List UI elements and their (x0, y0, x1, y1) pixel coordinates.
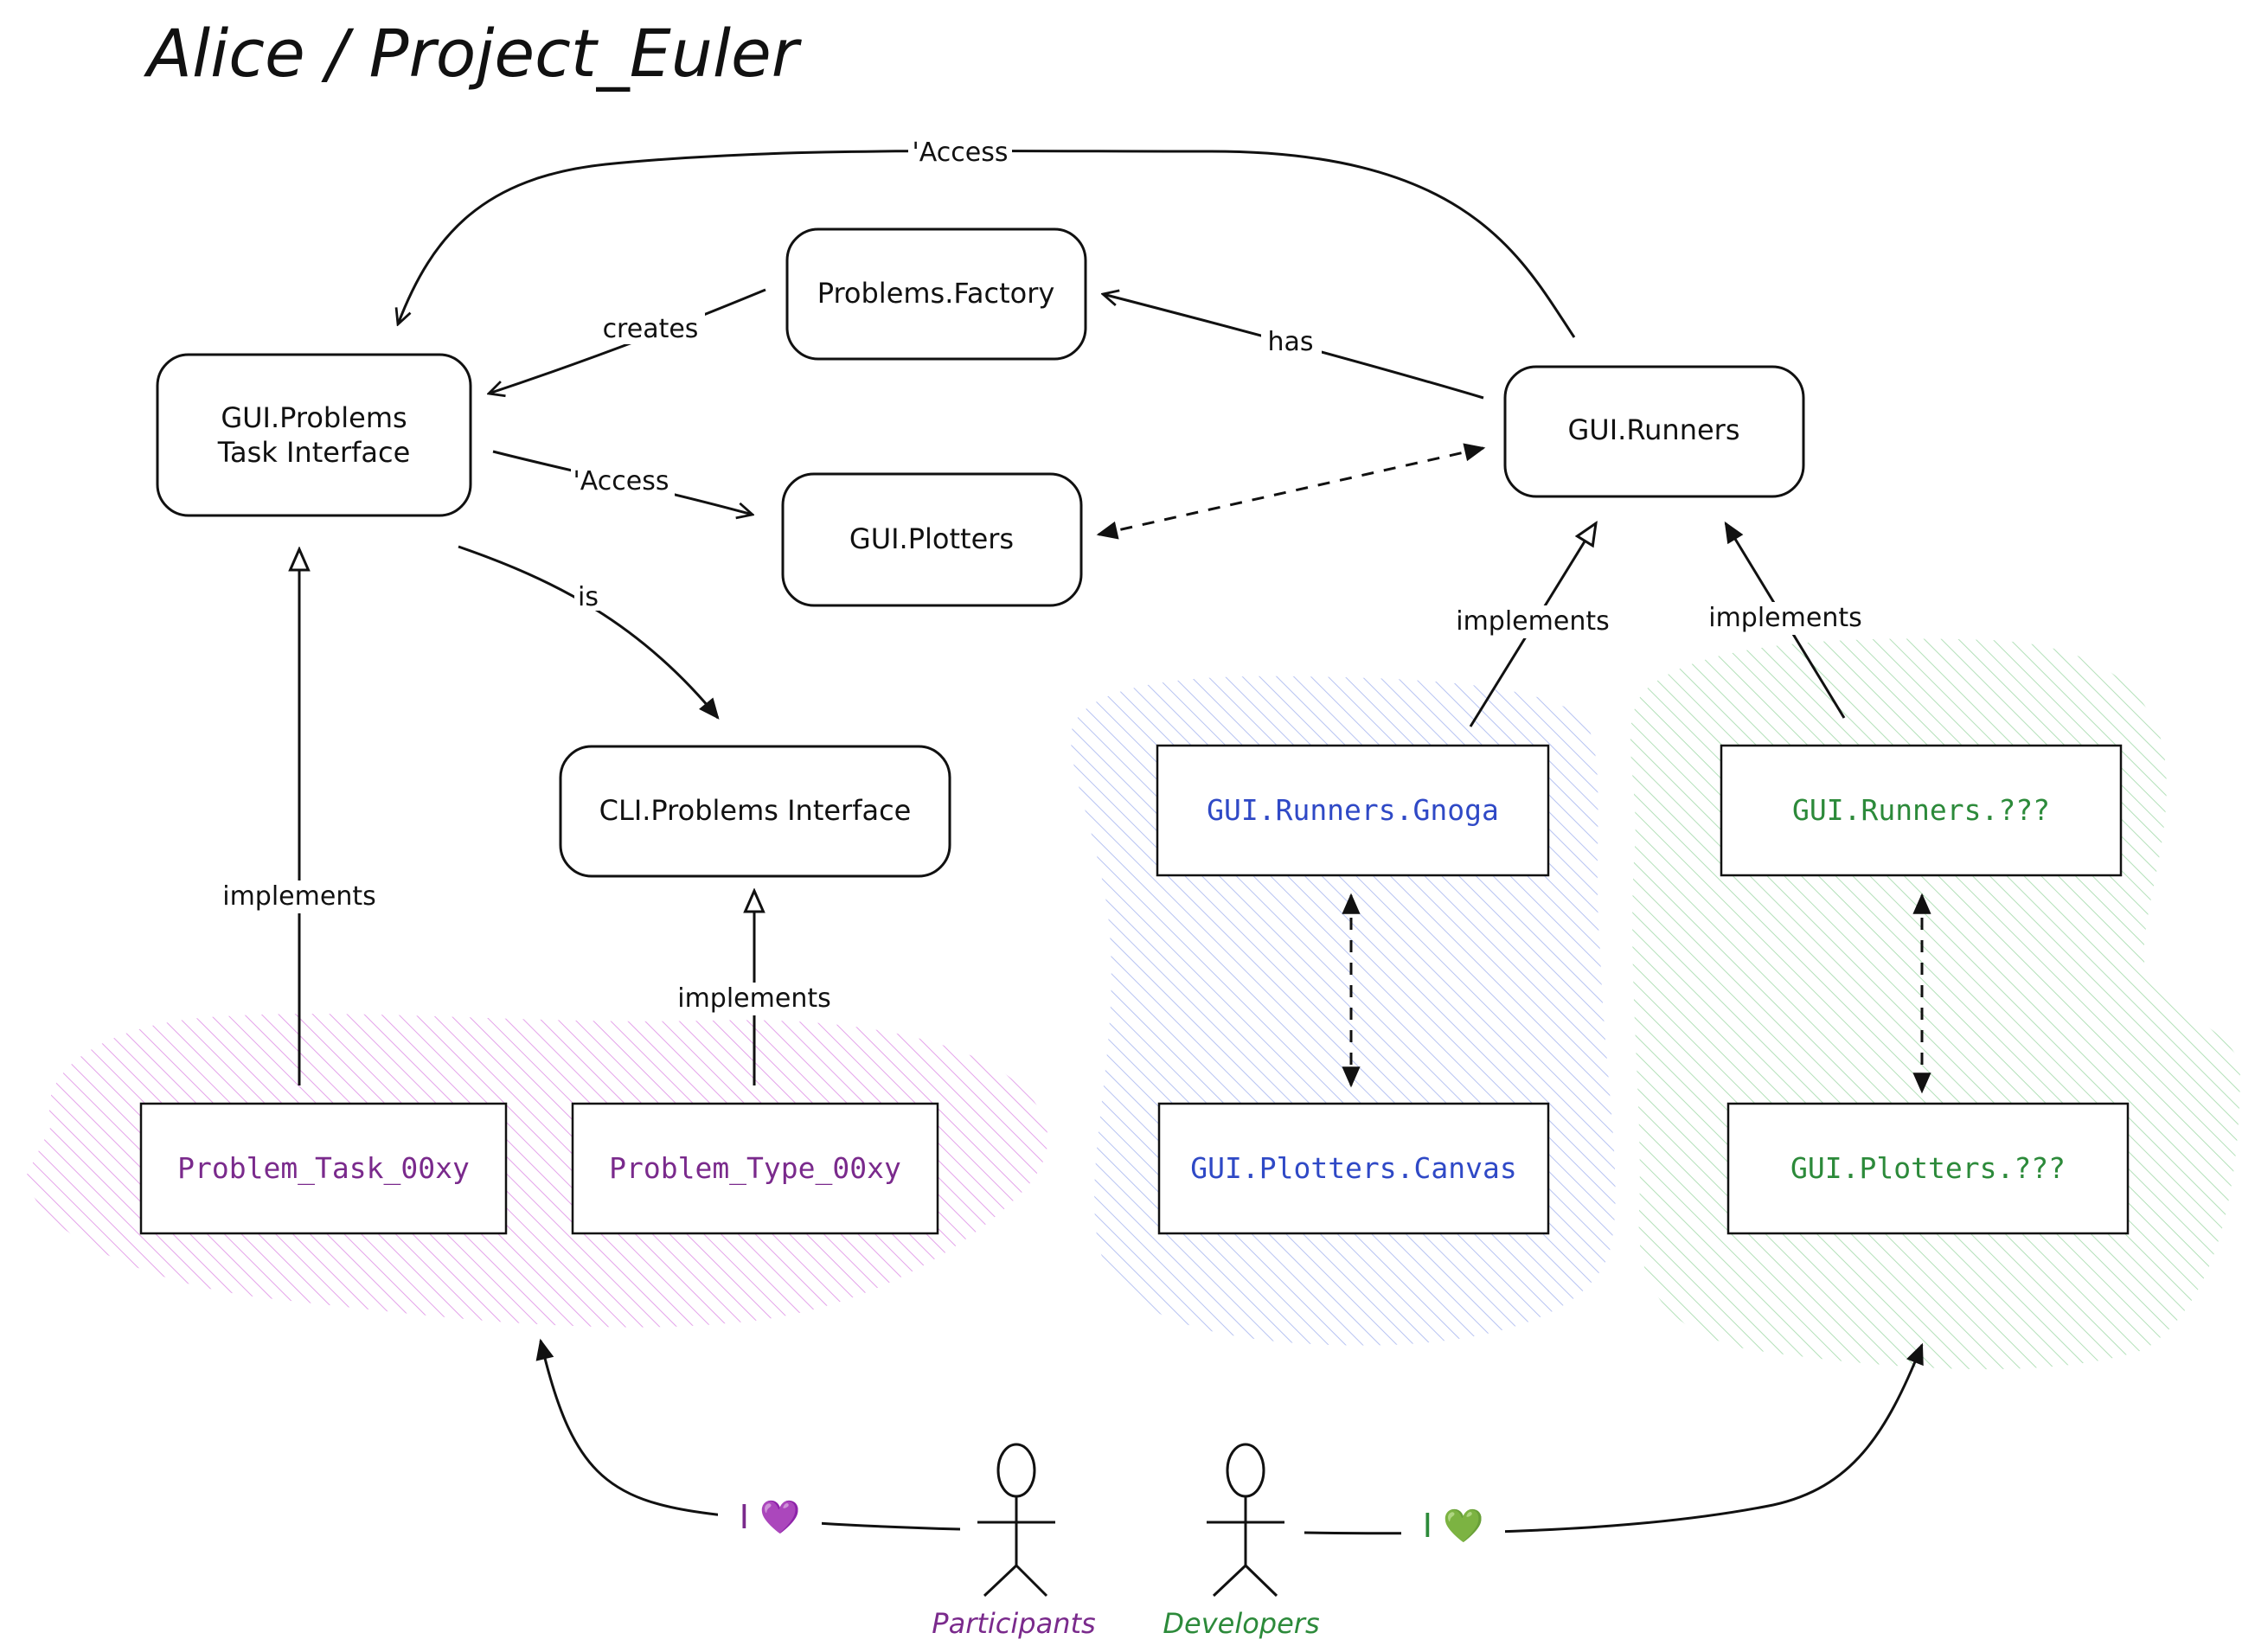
node-problem-task-label: Problem_Task_00xy (177, 1151, 470, 1186)
participants-actor (977, 1443, 1055, 1598)
node-gui-problems-label-1: GUI.Problems (221, 401, 407, 434)
developers-label: Developers (1163, 1607, 1319, 1640)
edge-participants-love (535, 1338, 961, 1531)
node-plotters-unknown-label: GUI.Plotters.??? (1790, 1151, 2066, 1185)
node-problems-factory: Problems.Factory (785, 227, 1087, 361)
edge-label-implements-type: implements (677, 983, 830, 1014)
node-gui-plotters-label: GUI.Plotters (849, 522, 1014, 555)
edge-label-has: has (1267, 327, 1313, 357)
node-gui-runners: GUI.Runners (1503, 365, 1805, 498)
node-runners-unknown: GUI.Runners.??? (1720, 744, 2123, 877)
participants-head (996, 1443, 1036, 1498)
node-gui-plotters: GUI.Plotters (781, 472, 1083, 607)
node-plotters-canvas: GUI.Plotters.Canvas (1157, 1102, 1550, 1235)
edge-label-access-top: 'Access (913, 138, 1009, 168)
developers-actor (1207, 1443, 1284, 1598)
participants-label: Participants (932, 1607, 1095, 1640)
node-runners-gnoga-label: GUI.Runners.Gnoga (1207, 793, 1499, 827)
node-gui-problems-label-2: Task Interface (217, 436, 411, 469)
node-gui-problems: GUI.Problems Task Interface (156, 353, 472, 517)
edge-label-creates: creates (603, 314, 699, 344)
edge-label-is: is (578, 582, 599, 612)
node-runners-unknown-label: GUI.Runners.??? (1792, 793, 2050, 827)
page-title: Alice / Project_Euler (143, 15, 803, 92)
node-plotters-unknown: GUI.Plotters.??? (1726, 1102, 2130, 1235)
edge-developers-love (1304, 1342, 1924, 1535)
participants-love-label: I 💜 (740, 1498, 801, 1536)
edge-label-implements-gnoga: implements (1456, 606, 1609, 637)
edge-label-access-plotters: 'Access (573, 466, 669, 496)
node-cli-problems-label: CLI.Problems Interface (599, 794, 912, 827)
edge-labels: 'Access creates has 'Access is implement… (222, 137, 1862, 1015)
edge-plotters-runners (1096, 443, 1486, 540)
edge-label-implements-unknown: implements (1708, 603, 1861, 633)
node-runners-gnoga: GUI.Runners.Gnoga (1156, 744, 1550, 877)
edge-label-implements-task: implements (222, 881, 375, 912)
developers-head (1226, 1443, 1265, 1498)
node-cli-problems: CLI.Problems Interface (559, 745, 951, 878)
node-problems-factory-label: Problems.Factory (817, 277, 1055, 310)
node-problem-type-label: Problem_Type_00xy (609, 1151, 901, 1186)
edge-is (458, 545, 720, 720)
participants-area (26, 1014, 1048, 1328)
node-plotters-canvas-label: GUI.Plotters.Canvas (1190, 1151, 1517, 1185)
node-problem-type: Problem_Type_00xy (571, 1102, 939, 1235)
node-problem-task: Problem_Task_00xy (139, 1102, 508, 1235)
developers-love-label: I 💚 (1423, 1507, 1484, 1545)
node-gui-runners-label: GUI.Runners (1568, 413, 1740, 446)
